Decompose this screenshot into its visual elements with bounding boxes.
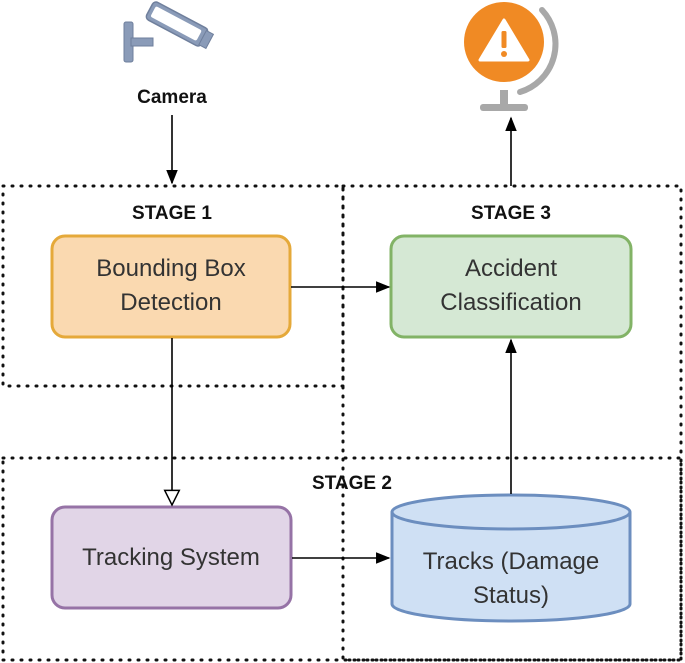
stage1-label: STAGE 1 [132,203,212,224]
bounding-box-detection-line1: Bounding Box [96,255,245,282]
stage1-region [1,184,345,388]
accident-classification-line2: Classification [440,289,581,316]
bounding-box-detection-line2: Detection [120,289,221,316]
accident-classification-node: Accident Classification [389,234,633,339]
stage3-region [341,184,683,662]
tracking-system-node: Tracking System [50,505,293,610]
camera-label: Camera [137,87,207,108]
tracks-database-node: Tracks (Damage Status) [390,493,632,623]
tracks-database-line1: Tracks (Damage [423,548,599,575]
security-camera-icon [123,1,215,63]
stage2-label: STAGE 2 [312,473,392,494]
tracking-system-label: Tracking System [82,544,260,571]
accident-classification-line1: Accident [465,255,557,282]
bounding-box-detection-node: Bounding Box Detection [50,234,292,339]
tracks-database-line2: Status) [473,582,549,609]
stage3-label: STAGE 3 [471,203,551,224]
warning-globe-icon [464,2,559,111]
